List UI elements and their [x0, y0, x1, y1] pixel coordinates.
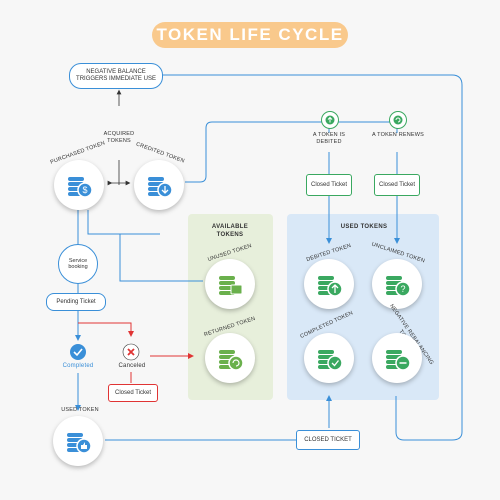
closed-ticket-canceled: Closed Ticket	[108, 384, 158, 402]
canceled-label: Canceled	[118, 363, 146, 369]
pending-ticket-box: Pending Ticket	[46, 293, 106, 311]
returned-token-node	[205, 333, 255, 383]
renews-step-label: A TOKEN RENEWS	[371, 132, 425, 138]
closed-ticket-bottom: CLOSED TICKET	[296, 430, 360, 450]
canceled-x-icon	[122, 343, 140, 361]
svg-text:$: $	[82, 185, 87, 195]
coins-folder-icon	[219, 276, 243, 295]
coins-question-icon: ?	[386, 276, 411, 297]
debited-token-node	[304, 259, 354, 309]
renews-step-icon	[389, 111, 407, 129]
svg-text:?: ?	[400, 284, 405, 294]
unclaimed-token-node: ?	[372, 259, 422, 309]
page-title: TOKEN LIFE CYCLE	[152, 22, 348, 48]
closed-ticket-debited: Closed Ticket	[306, 174, 352, 196]
credited-token-node	[134, 160, 184, 210]
debited-step-label: A TOKEN IS DEBITED	[312, 132, 346, 145]
negative-rebalancing-token-node	[372, 333, 422, 383]
used-tokens-title: USED TOKENS	[340, 224, 388, 230]
completed-check-icon	[70, 344, 86, 360]
purchased-token-node: $	[54, 160, 104, 210]
available-tokens-title: AVAILABLE TOKENS	[211, 224, 249, 238]
used-token-label: USED TOKEN	[61, 407, 99, 413]
coins-thumbs-up-icon	[67, 433, 92, 454]
used-token-node	[53, 416, 103, 466]
coins-return-icon	[219, 350, 244, 371]
completed-token-node	[304, 333, 354, 383]
coins-download-icon	[148, 177, 173, 198]
acquired-tokens-label: ACQUIRED TOKENS	[103, 131, 135, 144]
service-booking-node: Service booking	[58, 244, 98, 284]
coins-dollar-icon: $	[68, 177, 93, 198]
unused-token-node	[205, 259, 255, 309]
negative-balance-box: NEGATIVE BALANCE TRIGGERS IMMEDIATE USE	[69, 63, 163, 89]
closed-ticket-renews: Closed Ticket	[374, 174, 420, 196]
coins-minus-icon	[386, 350, 411, 371]
coins-up-arrow-icon	[318, 276, 343, 297]
completed-label: Completed	[62, 363, 94, 369]
coins-check-icon	[318, 350, 343, 371]
debited-step-icon	[321, 111, 339, 129]
